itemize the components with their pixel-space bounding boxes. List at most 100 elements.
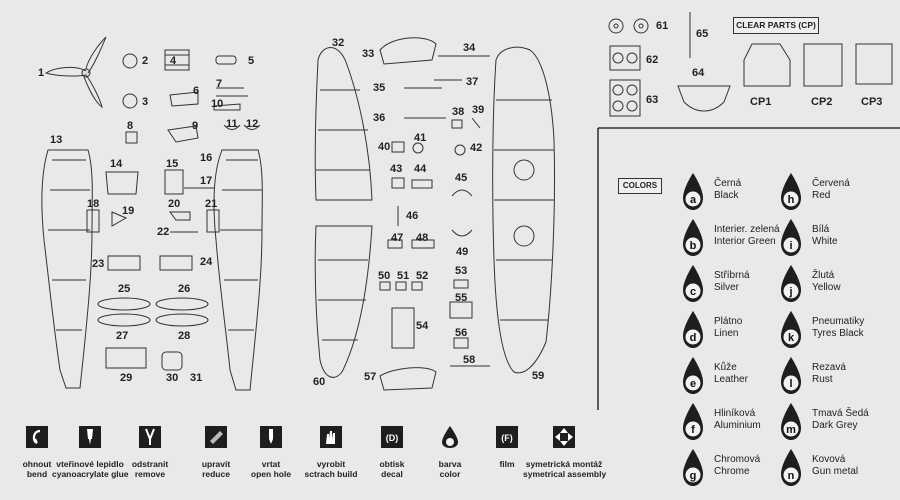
part-number: 34 <box>463 42 476 54</box>
part-number: 57 <box>364 371 377 383</box>
part-number: 10 <box>211 98 224 110</box>
color-name-en: Red <box>812 190 831 201</box>
color-name-en: Yellow <box>812 282 841 293</box>
part-number: 7 <box>216 78 223 90</box>
color-drop-icon: l <box>778 356 804 396</box>
part-number: 49 <box>456 246 469 258</box>
part-number: 15 <box>166 158 179 170</box>
part-number: 17 <box>200 175 213 187</box>
color-name-cz: Žlutá <box>812 270 835 281</box>
clear-part-label: CP2 <box>811 96 833 108</box>
color-drop-icon: k <box>778 310 804 350</box>
legend-mark: (D) <box>386 433 399 443</box>
part-number: 13 <box>50 134 63 146</box>
remove-icon <box>138 425 162 448</box>
color-name-cz: Kovová <box>812 454 846 465</box>
color-name-cz: Stříbrná <box>714 270 750 281</box>
part-number: 54 <box>416 320 429 332</box>
part-number: 33 <box>362 48 375 60</box>
color-name-cz: Chromová <box>714 454 761 465</box>
color-code: e <box>690 378 696 390</box>
legend-label-cz: symetrická montáž <box>525 459 603 469</box>
part-number: 18 <box>87 198 100 210</box>
part-number: 43 <box>390 163 403 175</box>
color-drop-icon: g <box>680 448 706 488</box>
legend-label-en: decal <box>381 469 403 479</box>
part-number: 2 <box>142 55 149 67</box>
part-number: 63 <box>646 94 659 106</box>
wing-right <box>492 46 556 374</box>
part-number: 24 <box>200 256 213 268</box>
color-code: k <box>788 332 795 344</box>
color-code: g <box>690 470 697 482</box>
propeller-part <box>44 36 107 109</box>
part-number: 11 <box>226 118 238 130</box>
color-name-cz: Červená <box>812 178 850 189</box>
legend-mark: (F) <box>501 433 513 443</box>
color-drop-icon: j <box>778 264 804 304</box>
legend-label-cz: vrtat <box>261 459 281 469</box>
legend-label-cz: barva <box>438 459 462 469</box>
color-name-cz: Tmavá Šedá <box>812 408 869 419</box>
color-drop-icon: h <box>778 172 804 212</box>
legend-label-en: open hole <box>250 469 292 479</box>
color-drop-icon: m <box>778 402 804 442</box>
color-name-cz: Plátno <box>714 316 743 327</box>
part-number: 22 <box>157 226 170 238</box>
legend-label-cz: ohnout <box>22 459 52 469</box>
color-name-cz: Pneumatiky <box>812 316 865 327</box>
color-name-cz: Interier. zelená <box>714 224 780 235</box>
color-name-en: White <box>812 236 838 247</box>
part-number: 58 <box>463 354 476 366</box>
part-number: 64 <box>692 67 705 79</box>
part-number: 46 <box>406 210 419 222</box>
part-number: 26 <box>178 283 191 295</box>
color-drop-icon: f <box>680 402 706 442</box>
part-number: 14 <box>110 158 123 170</box>
legend-label-en: color <box>439 469 461 479</box>
wing-upper <box>314 47 373 201</box>
legend-item-film: (F) film <box>477 425 537 469</box>
part-number: 47 <box>391 232 404 244</box>
legend-label-en: reduce <box>202 469 230 479</box>
part-number: 25 <box>118 283 131 295</box>
part-number: 1 <box>38 67 45 79</box>
colors-title: COLORS <box>618 178 662 194</box>
part-number: 12 <box>246 118 259 130</box>
color-drop-icon: n <box>778 448 804 488</box>
part-number: 45 <box>455 172 468 184</box>
drill-icon <box>259 425 283 448</box>
legend-label-cz: odstranit <box>131 459 169 469</box>
legend-label: film <box>477 459 537 469</box>
part-number: 4 <box>170 55 177 67</box>
legend-label-en: cyanoacrylate glue <box>52 469 129 479</box>
legend-label-en: bend <box>26 469 48 479</box>
part-number: 51 <box>397 270 410 282</box>
frame-part <box>164 49 190 71</box>
clear-part-label: CP3 <box>861 96 883 108</box>
part-number: 48 <box>416 232 429 244</box>
color-name-en: Interior Green <box>714 236 776 247</box>
color-name-cz: Bílá <box>812 224 830 235</box>
color-drop-icon: i <box>778 218 804 258</box>
